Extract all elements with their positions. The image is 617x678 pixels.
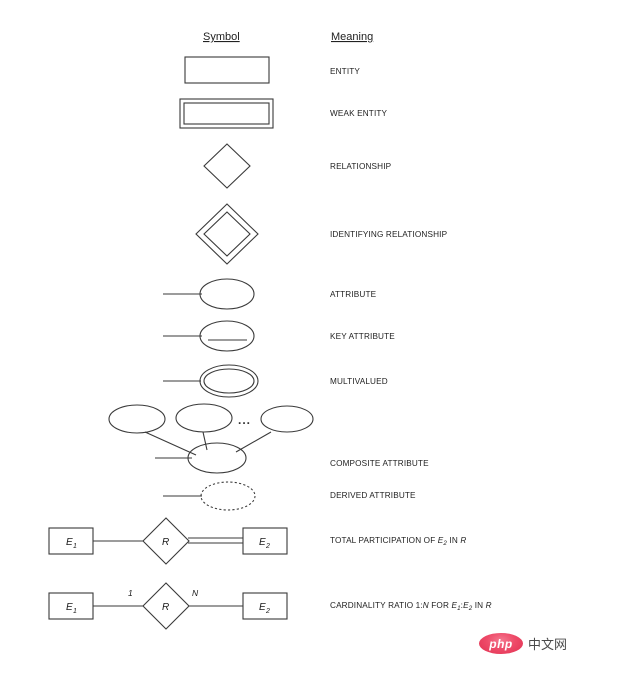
meaning-label-multivalued: MULTIVALUED bbox=[330, 377, 388, 386]
cr-e1: E bbox=[451, 601, 457, 610]
cr-e2: E bbox=[463, 601, 469, 610]
symbol-cardinality-relationship-label: R bbox=[162, 602, 169, 613]
cr-colon: : bbox=[461, 601, 463, 610]
symbol-cardinality-n-label: N bbox=[192, 588, 199, 598]
symbol-total-participation-entity1-subscript: 1 bbox=[73, 543, 77, 550]
meaning-label-derived-attribute: DERIVED ATTRIBUTE bbox=[330, 491, 416, 500]
symbol-total-participation-entity1-label: E bbox=[66, 537, 73, 548]
cr-e2-sub: 2 bbox=[468, 605, 473, 612]
symbol-cardinality-entity2-label: E bbox=[259, 602, 266, 613]
symbol-multivalued-outer-ellipse bbox=[199, 364, 259, 398]
cr-part3: IN bbox=[472, 601, 485, 610]
symbol-composite-child-ellipse-3 bbox=[260, 405, 314, 433]
symbol-derived-attribute-dashed-ellipse bbox=[200, 481, 256, 511]
meaning-label-key-attribute: KEY ATTRIBUTE bbox=[330, 332, 395, 341]
symbol-total-participation-entity2-subscript: 2 bbox=[265, 543, 270, 550]
symbol-cardinality-entity2-subscript: 2 bbox=[265, 608, 270, 615]
symbol-cardinality-entity1-box bbox=[48, 592, 94, 620]
php-logo-text: php bbox=[489, 636, 513, 651]
tp-relation: R bbox=[460, 536, 466, 545]
meaning-label-cardinality-ratio: CARDINALITY RATIO 1:N FOR E1:E2 IN R bbox=[330, 601, 492, 612]
symbol-entity-rectangle bbox=[184, 56, 270, 84]
meaning-label-attribute: ATTRIBUTE bbox=[330, 290, 377, 299]
meaning-label-total-participation: TOTAL PARTICIPATION OF E2 IN R bbox=[330, 536, 466, 547]
symbol-attribute-ellipse bbox=[199, 278, 255, 310]
symbol-composite-parent-ellipse bbox=[187, 442, 247, 474]
column-header-meaning: Meaning bbox=[331, 31, 373, 43]
meaning-label-composite-attribute: COMPOSITE ATTRIBUTE bbox=[330, 459, 429, 468]
symbol-weak-entity-outer-rectangle bbox=[179, 98, 274, 129]
symbol-total-participation-relationship-label: R bbox=[162, 537, 169, 548]
php-logo-icon: php bbox=[479, 633, 523, 654]
cr-e1-sub: 1 bbox=[457, 605, 461, 612]
column-header-symbol: Symbol bbox=[203, 31, 240, 43]
symbol-cardinality-entity1-label: E bbox=[66, 602, 73, 613]
symbol-cardinality-relationship-diamond bbox=[142, 582, 190, 630]
watermark: php 中文网 bbox=[479, 633, 567, 654]
meaning-label-entity: ENTITY bbox=[330, 67, 360, 76]
cr-part2: FOR bbox=[429, 601, 452, 610]
symbol-composite-connector-middle bbox=[202, 431, 208, 451]
symbol-composite-connector-right bbox=[235, 431, 272, 453]
symbol-identifying-relationship-inner-diamond bbox=[203, 211, 251, 257]
symbol-total-participation-entity2-box bbox=[242, 527, 288, 555]
symbol-total-participation-entity1-box bbox=[48, 527, 94, 555]
meaning-label-weak-entity: WEAK ENTITY bbox=[330, 109, 388, 118]
cr-part1: CARDINALITY RATIO 1: bbox=[330, 601, 423, 610]
symbol-composite-connector-left bbox=[144, 431, 197, 456]
symbol-composite-ellipsis: ... bbox=[238, 413, 251, 427]
meaning-label-relationship: RELATIONSHIP bbox=[330, 162, 392, 171]
symbol-cardinality-one-label: 1 bbox=[128, 588, 133, 598]
tp-part2: IN bbox=[447, 536, 460, 545]
symbol-composite-child-ellipse-2 bbox=[175, 403, 233, 433]
symbol-composite-child-ellipse-1 bbox=[108, 404, 166, 434]
symbol-relationship-diamond bbox=[203, 143, 251, 189]
symbol-key-attribute-ellipse bbox=[199, 320, 255, 352]
cr-n: N bbox=[423, 601, 429, 610]
tp-entity: E bbox=[438, 536, 444, 545]
tp-entity-sub: 2 bbox=[442, 540, 447, 547]
meaning-label-identifying-relationship: IDENTIFYING RELATIONSHIP bbox=[330, 230, 448, 239]
symbol-total-participation-relationship-diamond bbox=[142, 517, 190, 565]
symbol-total-participation-entity2-label: E bbox=[259, 537, 266, 548]
symbol-cardinality-entity2-box bbox=[242, 592, 288, 620]
symbol-multivalued-inner-ellipse bbox=[203, 368, 255, 394]
symbol-identifying-relationship-outer-diamond bbox=[195, 203, 259, 265]
symbol-cardinality-entity1-subscript: 1 bbox=[73, 608, 77, 615]
watermark-site-text: 中文网 bbox=[528, 638, 568, 653]
cr-relation: R bbox=[486, 601, 492, 610]
tp-part1: TOTAL PARTICIPATION OF bbox=[330, 536, 438, 545]
symbol-weak-entity-inner-rectangle bbox=[183, 102, 270, 125]
